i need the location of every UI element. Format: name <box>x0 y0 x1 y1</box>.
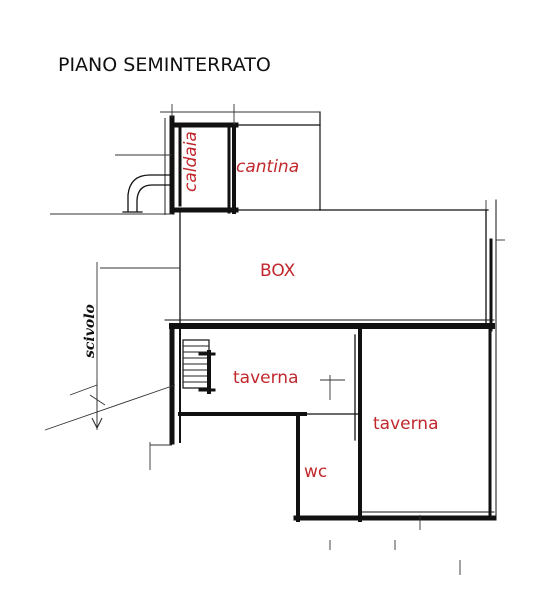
boiler-pipe <box>122 174 172 213</box>
room-label-cantina: cantina <box>236 157 299 177</box>
staircase <box>182 339 216 394</box>
walls <box>164 111 497 522</box>
room-label-caldaia: caldaia <box>181 131 201 192</box>
room-label-box: BOX <box>260 261 296 281</box>
plan-title: PIANO SEMINTERRATO <box>58 54 271 76</box>
room-label-taverna-left: taverna <box>233 368 299 388</box>
room-label-wc: wc <box>304 462 327 482</box>
scivolo-arrow <box>91 380 103 430</box>
scivolo-label: scivolo <box>82 304 98 358</box>
room-label-taverna-right: taverna <box>373 414 439 434</box>
